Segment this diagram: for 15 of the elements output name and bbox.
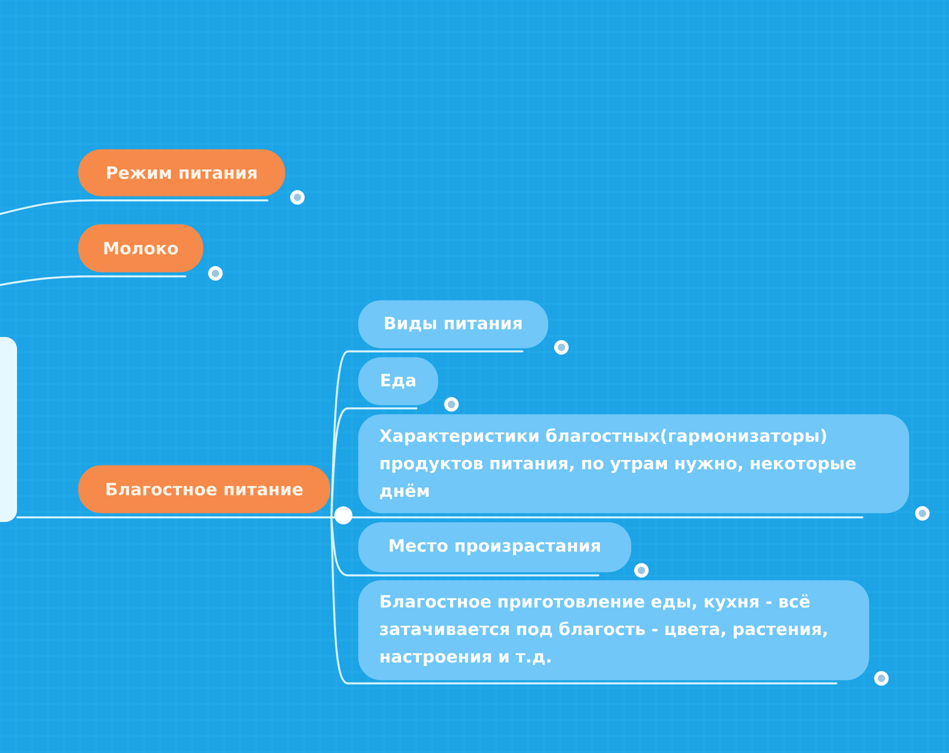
subtopic-box: Еда bbox=[358, 357, 438, 406]
connector-line bbox=[330, 407, 418, 518]
topic-box: Благостное питание bbox=[78, 465, 330, 514]
subtopic-box: Характеристики благостных(гармонизаторы) продуктов питания, по утрам нужно, некоторые днём bbox=[358, 414, 910, 514]
connector-line bbox=[0, 199, 268, 215]
subtopic-box: Место произрастания bbox=[358, 522, 632, 572]
subtopic-box: Виды питания bbox=[358, 300, 548, 348]
central-box bbox=[0, 337, 17, 522]
connector-line bbox=[330, 516, 838, 684]
topic-box: Режим питания bbox=[78, 149, 286, 196]
subtopic-box: Благостное приготовление еды, кухня - всё затачивается под благость - цвета, растения, настроения и т.д. bbox=[358, 580, 870, 680]
connector-line bbox=[0, 275, 186, 286]
connector-line bbox=[330, 516, 864, 518]
connector-line bbox=[16, 516, 332, 518]
topic-box: Молоко bbox=[78, 224, 204, 272]
